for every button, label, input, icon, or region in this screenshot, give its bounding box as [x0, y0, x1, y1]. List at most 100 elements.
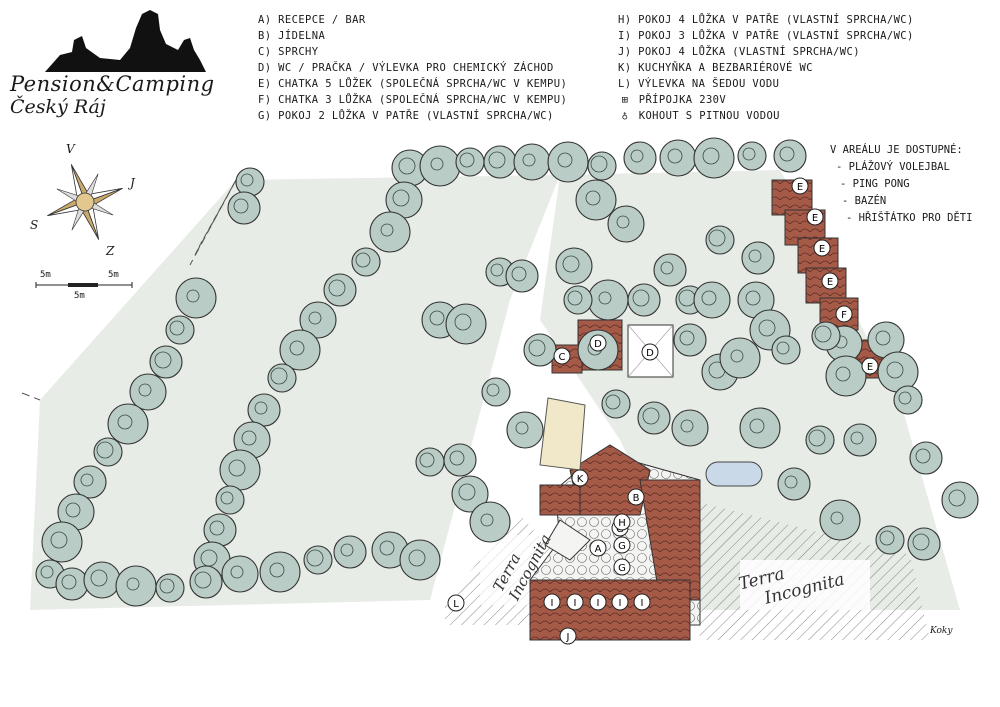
tree-icon [107, 403, 149, 445]
tree-icon [843, 423, 877, 457]
tree-icon [267, 363, 297, 393]
svg-text:E: E [812, 213, 818, 224]
tree-detail [748, 249, 762, 263]
tree-icon [235, 167, 265, 197]
tree-icon [445, 303, 487, 345]
main-building [529, 444, 701, 641]
tree-icon [653, 253, 687, 287]
tree-icon [693, 281, 731, 319]
svg-text:I: I [574, 598, 577, 609]
tree-icon [737, 141, 767, 171]
map-label-g: G [613, 558, 631, 576]
tree-icon [279, 329, 321, 371]
map-label-i: I [633, 593, 651, 611]
tree-icon [941, 481, 979, 519]
tree-icon [771, 335, 801, 365]
tree-icon [227, 191, 261, 225]
tree-icon [323, 273, 357, 307]
legend-item: ⊞ PŘÍPOJKA 230V [618, 92, 914, 108]
map-label-i: I [566, 593, 584, 611]
tree-icon [875, 525, 905, 555]
tree-icon [773, 139, 807, 173]
tree-icon [129, 373, 167, 411]
legend-left: A) RECEPCE / BAR B) JÍDELNA C) SPRCHY D)… [258, 12, 567, 124]
tree-detail [355, 252, 371, 268]
legend-item: D) WC / PRAČKA / VÝLEVKA PRO CHEMICKÝ ZÁ… [258, 62, 554, 74]
pool [705, 461, 763, 487]
svg-text:F: F [841, 310, 847, 321]
tree-detail [228, 459, 246, 477]
tree-detail [642, 407, 660, 425]
tree-icon [563, 285, 593, 315]
svg-text:E: E [867, 362, 873, 373]
scale-label-right: 5m [108, 270, 119, 280]
tree-detail [835, 366, 851, 382]
tree-detail [850, 431, 864, 445]
compass-west-label: S [30, 218, 39, 232]
tree-detail [241, 430, 257, 446]
tree-detail [679, 330, 695, 346]
tree-detail [948, 489, 966, 507]
tree-detail [915, 448, 931, 464]
tree-icon [299, 301, 337, 339]
tree-detail [50, 531, 68, 549]
tree-icon [219, 449, 261, 491]
map-label-i: I [589, 593, 607, 611]
tree-detail [742, 147, 756, 161]
tree-detail [194, 571, 212, 589]
tree-icon [877, 351, 919, 393]
tree-icon [451, 475, 489, 513]
map-label-d: D [589, 334, 607, 352]
tree-icon [805, 425, 835, 455]
tree-detail [567, 290, 583, 306]
svg-text:I: I [641, 598, 644, 609]
tree-detail [289, 340, 305, 356]
tree-icon [41, 521, 83, 563]
tree-detail [708, 229, 726, 247]
tree-icon [419, 145, 461, 187]
tree-icon [575, 179, 617, 221]
tree-detail [398, 157, 416, 175]
tree-icon [399, 539, 441, 581]
tree-detail [749, 418, 765, 434]
tree-detail [680, 419, 694, 433]
tree-detail [308, 311, 322, 325]
tree-detail [616, 215, 630, 229]
brand-line2: Český Ráj [10, 96, 106, 118]
scale-label-bottom: 5m [74, 291, 85, 301]
tree-detail [126, 577, 140, 591]
tree-icon [247, 393, 281, 427]
tree-detail [429, 310, 445, 326]
tree-icon [203, 513, 237, 547]
tree-icon [673, 323, 707, 357]
tree-detail [306, 549, 324, 567]
tree-icon [705, 225, 735, 255]
svg-text:G: G [618, 541, 626, 552]
tree-detail [209, 520, 225, 536]
tree-icon [443, 443, 477, 477]
tree-detail [488, 151, 506, 169]
tree-detail [169, 320, 185, 336]
legend-item: L) VÝLEVKA NA ŠEDOU VODU [618, 78, 780, 90]
tree-detail [630, 149, 644, 163]
tree-icon [741, 241, 775, 275]
tree-icon [555, 247, 593, 285]
tree-detail [879, 530, 895, 546]
brand-line1: Pension&Camping [10, 72, 215, 96]
tree-detail [65, 502, 81, 518]
tree-detail [230, 565, 244, 579]
tree-detail [784, 475, 798, 489]
tree-detail [912, 533, 930, 551]
tree-icon [739, 407, 781, 449]
map-label-c: C [553, 347, 571, 365]
tree-icon [175, 277, 217, 319]
compass-east-label: J [130, 176, 135, 190]
tree-icon [115, 565, 157, 607]
tree-detail [154, 351, 172, 369]
tree-icon [693, 137, 735, 179]
tree-detail [779, 146, 795, 162]
tree-icon [351, 247, 381, 277]
tree-icon [149, 345, 183, 379]
amenities-list: V AREÁLU JE DOSTUPNÉ: - PLÁŽOVÝ VOLEJBAL… [830, 144, 973, 224]
